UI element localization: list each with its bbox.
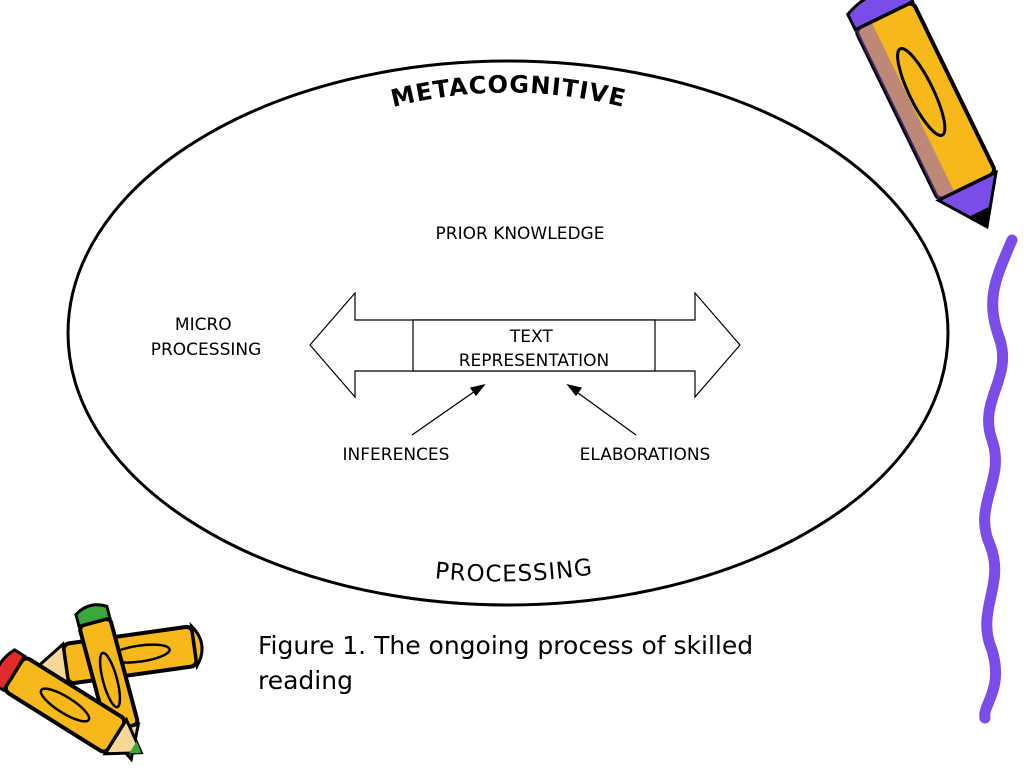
elaborations-arrow (566, 383, 637, 436)
figure-caption: Figure 1. The ongoing process of skilled… (258, 631, 754, 695)
metacognitive-ellipse (66, 59, 950, 607)
metacognitive-label: METACOGNITIVE (388, 70, 629, 113)
text-representation-label: TEXT REPRESENTATION (459, 327, 609, 371)
inferences-label: INFERENCES (343, 445, 450, 465)
pencil-icon (845, 0, 998, 230)
elaborations-label: ELABORATIONS (580, 445, 711, 465)
processing-label: PROCESSING (434, 554, 595, 587)
pencil-cluster-icon (0, 603, 204, 763)
inferences-arrow (411, 383, 486, 436)
squiggle-border (979, 234, 1018, 724)
micro-processing-label: MICRO PROCESSING (151, 315, 262, 360)
prior-knowledge-label: PRIOR KNOWLEDGE (436, 224, 605, 244)
text-representation-box (412, 319, 656, 372)
